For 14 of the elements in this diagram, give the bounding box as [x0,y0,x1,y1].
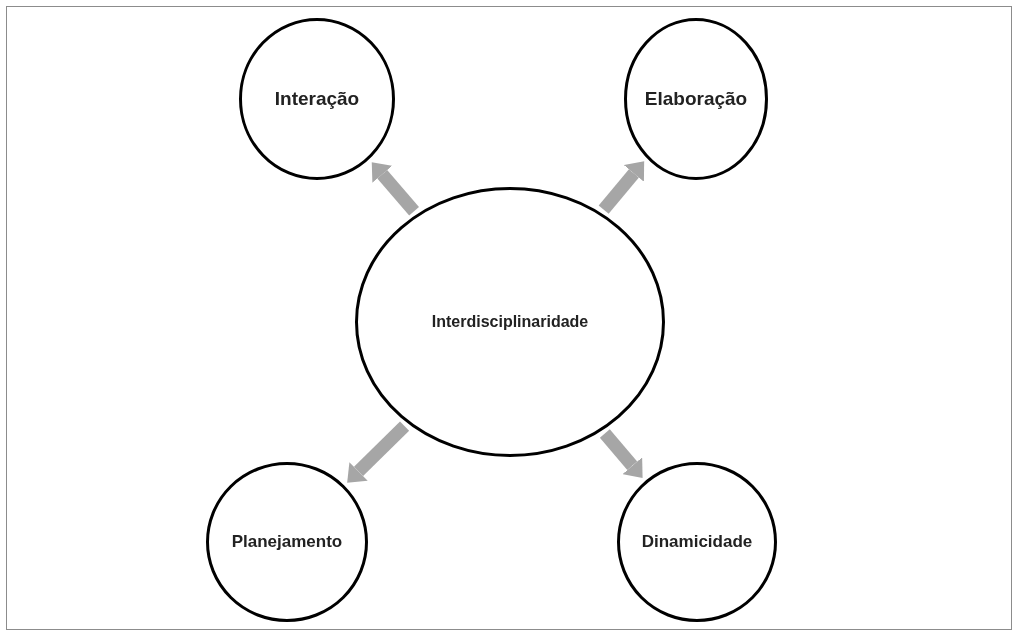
node-label: Interação [274,88,360,110]
node-label: Interdisciplinaridade [431,313,589,331]
block-arrow [598,161,645,214]
node-label: Dinamicidade [641,532,753,552]
ellipse-node [355,187,665,457]
ellipse-node [239,18,395,180]
ellipse-node [624,18,768,180]
ellipse-node [206,462,368,622]
block-arrow [599,429,643,478]
block-arrow [347,421,410,483]
node-label: Planejamento [231,532,343,552]
ellipse-node [617,462,777,622]
block-arrow [371,162,419,216]
node-label: Elaboração [644,88,748,110]
